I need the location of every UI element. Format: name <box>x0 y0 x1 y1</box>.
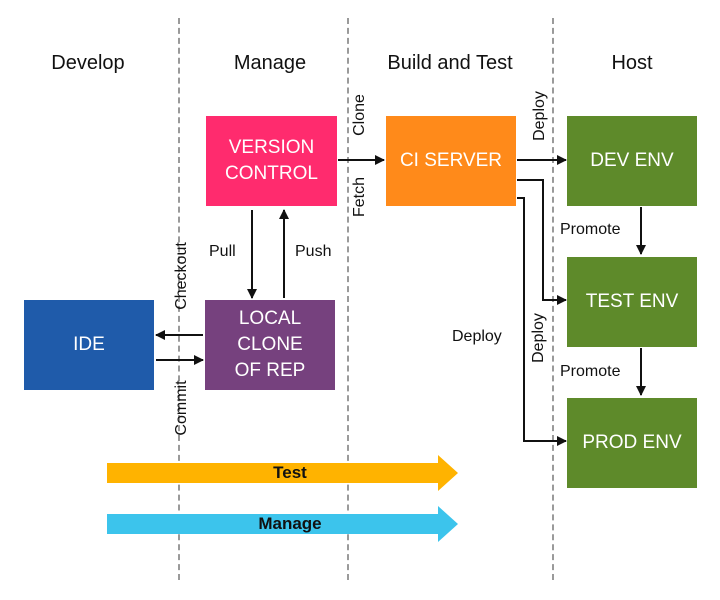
column-heading-build-and-test: Build and Test <box>387 52 513 74</box>
test-env-box: TEST ENV <box>567 257 697 347</box>
version-control-label: VERSION CONTROL <box>225 137 318 184</box>
label-push: Push <box>295 243 332 260</box>
label-fetch: Fetch <box>351 177 368 218</box>
label-deploy-mid: Deploy <box>530 313 547 363</box>
local-clone-box: LOCAL CLONE OF REP <box>205 300 335 390</box>
manage-banner-arrow <box>107 506 458 542</box>
ci-server-label: CI SERVER <box>399 150 503 171</box>
label-pull: Pull <box>209 243 236 260</box>
prod-env-label: PROD ENV <box>582 432 682 453</box>
label-promote-test-prod: Promote <box>560 363 621 380</box>
column-heading-develop: Develop <box>51 52 125 74</box>
label-checkout: Checkout <box>173 242 190 310</box>
test-banner-label: Test <box>273 463 307 482</box>
divider-develop-manage <box>178 18 180 580</box>
dev-env-box: DEV ENV <box>567 116 697 206</box>
label-clone: Clone <box>351 94 368 136</box>
divider-manage-build <box>347 18 349 580</box>
label-promote-dev-test: Promote <box>560 221 621 238</box>
column-heading-host: Host <box>611 52 653 74</box>
ide-label: IDE <box>73 334 105 355</box>
label-deploy-top: Deploy <box>531 91 548 141</box>
prod-env-box: PROD ENV <box>567 398 697 488</box>
manage-banner-label: Manage <box>258 514 322 533</box>
test-env-label: TEST ENV <box>585 291 679 312</box>
arrow-ci-to-prod-env <box>517 197 567 446</box>
column-heading-manage: Manage <box>233 52 307 74</box>
label-commit: Commit <box>173 380 190 436</box>
label-deploy-left: Deploy <box>452 328 502 345</box>
arrow-ci-to-test-env <box>517 179 567 305</box>
local-clone-label: LOCAL CLONE OF REP <box>234 308 306 381</box>
ci-server-box: CI SERVER <box>386 116 516 206</box>
version-control-box: VERSION CONTROL <box>206 116 337 206</box>
dev-env-label: DEV ENV <box>590 150 674 171</box>
ide-box: IDE <box>24 300 154 390</box>
test-banner-arrow <box>107 455 458 491</box>
